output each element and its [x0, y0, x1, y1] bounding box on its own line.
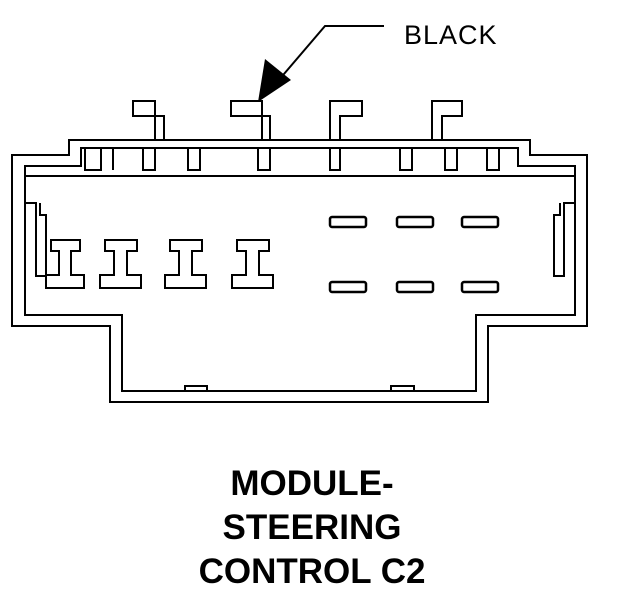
- title-line-3: CONTROL C2: [198, 552, 426, 591]
- callout-label: BLACK: [404, 20, 498, 50]
- small-terminal-slots: [328, 215, 500, 294]
- connector-top-tabs: [132, 100, 463, 140]
- connector-body: [11, 139, 588, 403]
- diagram-title: MODULE- STEERING CONTROL C2: [0, 462, 624, 594]
- title-line-1: MODULE-: [230, 464, 394, 503]
- connector-bottom-bumps: [122, 385, 415, 392]
- callout-arrow-icon: [258, 25, 384, 102]
- large-terminal-row: [45, 239, 274, 289]
- title-line-2: STEERING: [222, 508, 402, 547]
- connector-top-cavities: [84, 148, 500, 171]
